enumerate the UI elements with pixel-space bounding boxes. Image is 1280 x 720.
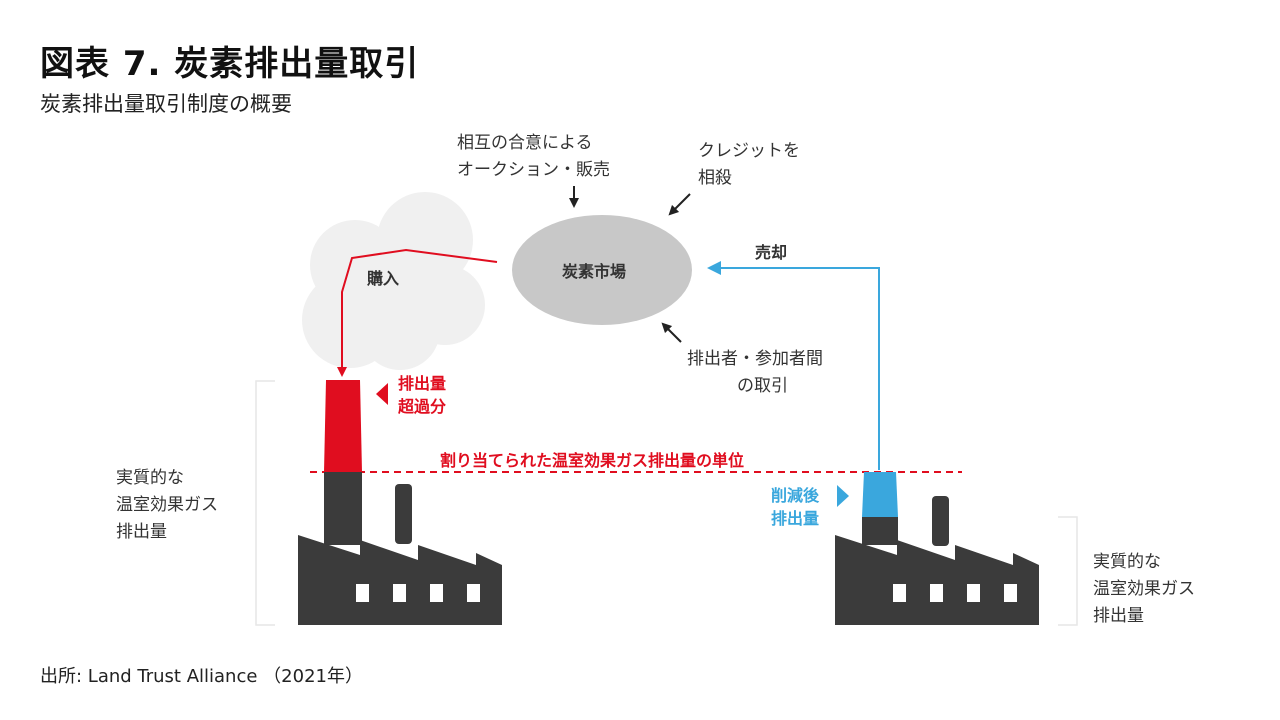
actual-emissions-left: 実質的な 温室効果ガス 排出量 <box>116 468 218 542</box>
market-label: 炭素市場 <box>562 262 627 281</box>
sell-arrow <box>707 261 880 470</box>
offset-arrow <box>668 193 691 216</box>
trade-label: 排出者・参加者間 の取引 <box>687 349 823 396</box>
right-bracket <box>1058 516 1078 626</box>
trade-arrow <box>661 322 682 343</box>
left-bracket <box>255 380 275 626</box>
left-factory <box>298 380 502 625</box>
carbon-market-ellipse <box>512 215 692 325</box>
reduced-label: 削減後 排出量 <box>771 486 820 528</box>
page-subtitle: 炭素排出量取引制度の概要 <box>40 92 292 116</box>
source-note: 出所: Land Trust Alliance （2021年） <box>40 666 363 687</box>
excess-label: 排出量 超過分 <box>398 374 447 416</box>
auction-label: 相互の合意による オークション・販売 <box>457 133 610 180</box>
offset-label: クレジットを 相殺 <box>698 141 800 188</box>
right-factory <box>835 472 1039 625</box>
reduced-pointer-icon <box>837 485 849 507</box>
buy-label: 購入 <box>367 269 400 288</box>
purchase-arrow <box>337 248 498 377</box>
sell-label: 売却 <box>755 243 788 262</box>
allocation-line-label: 割り当てられた温室効果ガス排出量の単位 <box>440 451 745 470</box>
page-title: 図表 7. 炭素排出量取引 <box>40 44 420 84</box>
actual-emissions-right: 実質的な 温室効果ガス 排出量 <box>1093 552 1195 626</box>
excess-pointer-icon <box>376 383 388 405</box>
